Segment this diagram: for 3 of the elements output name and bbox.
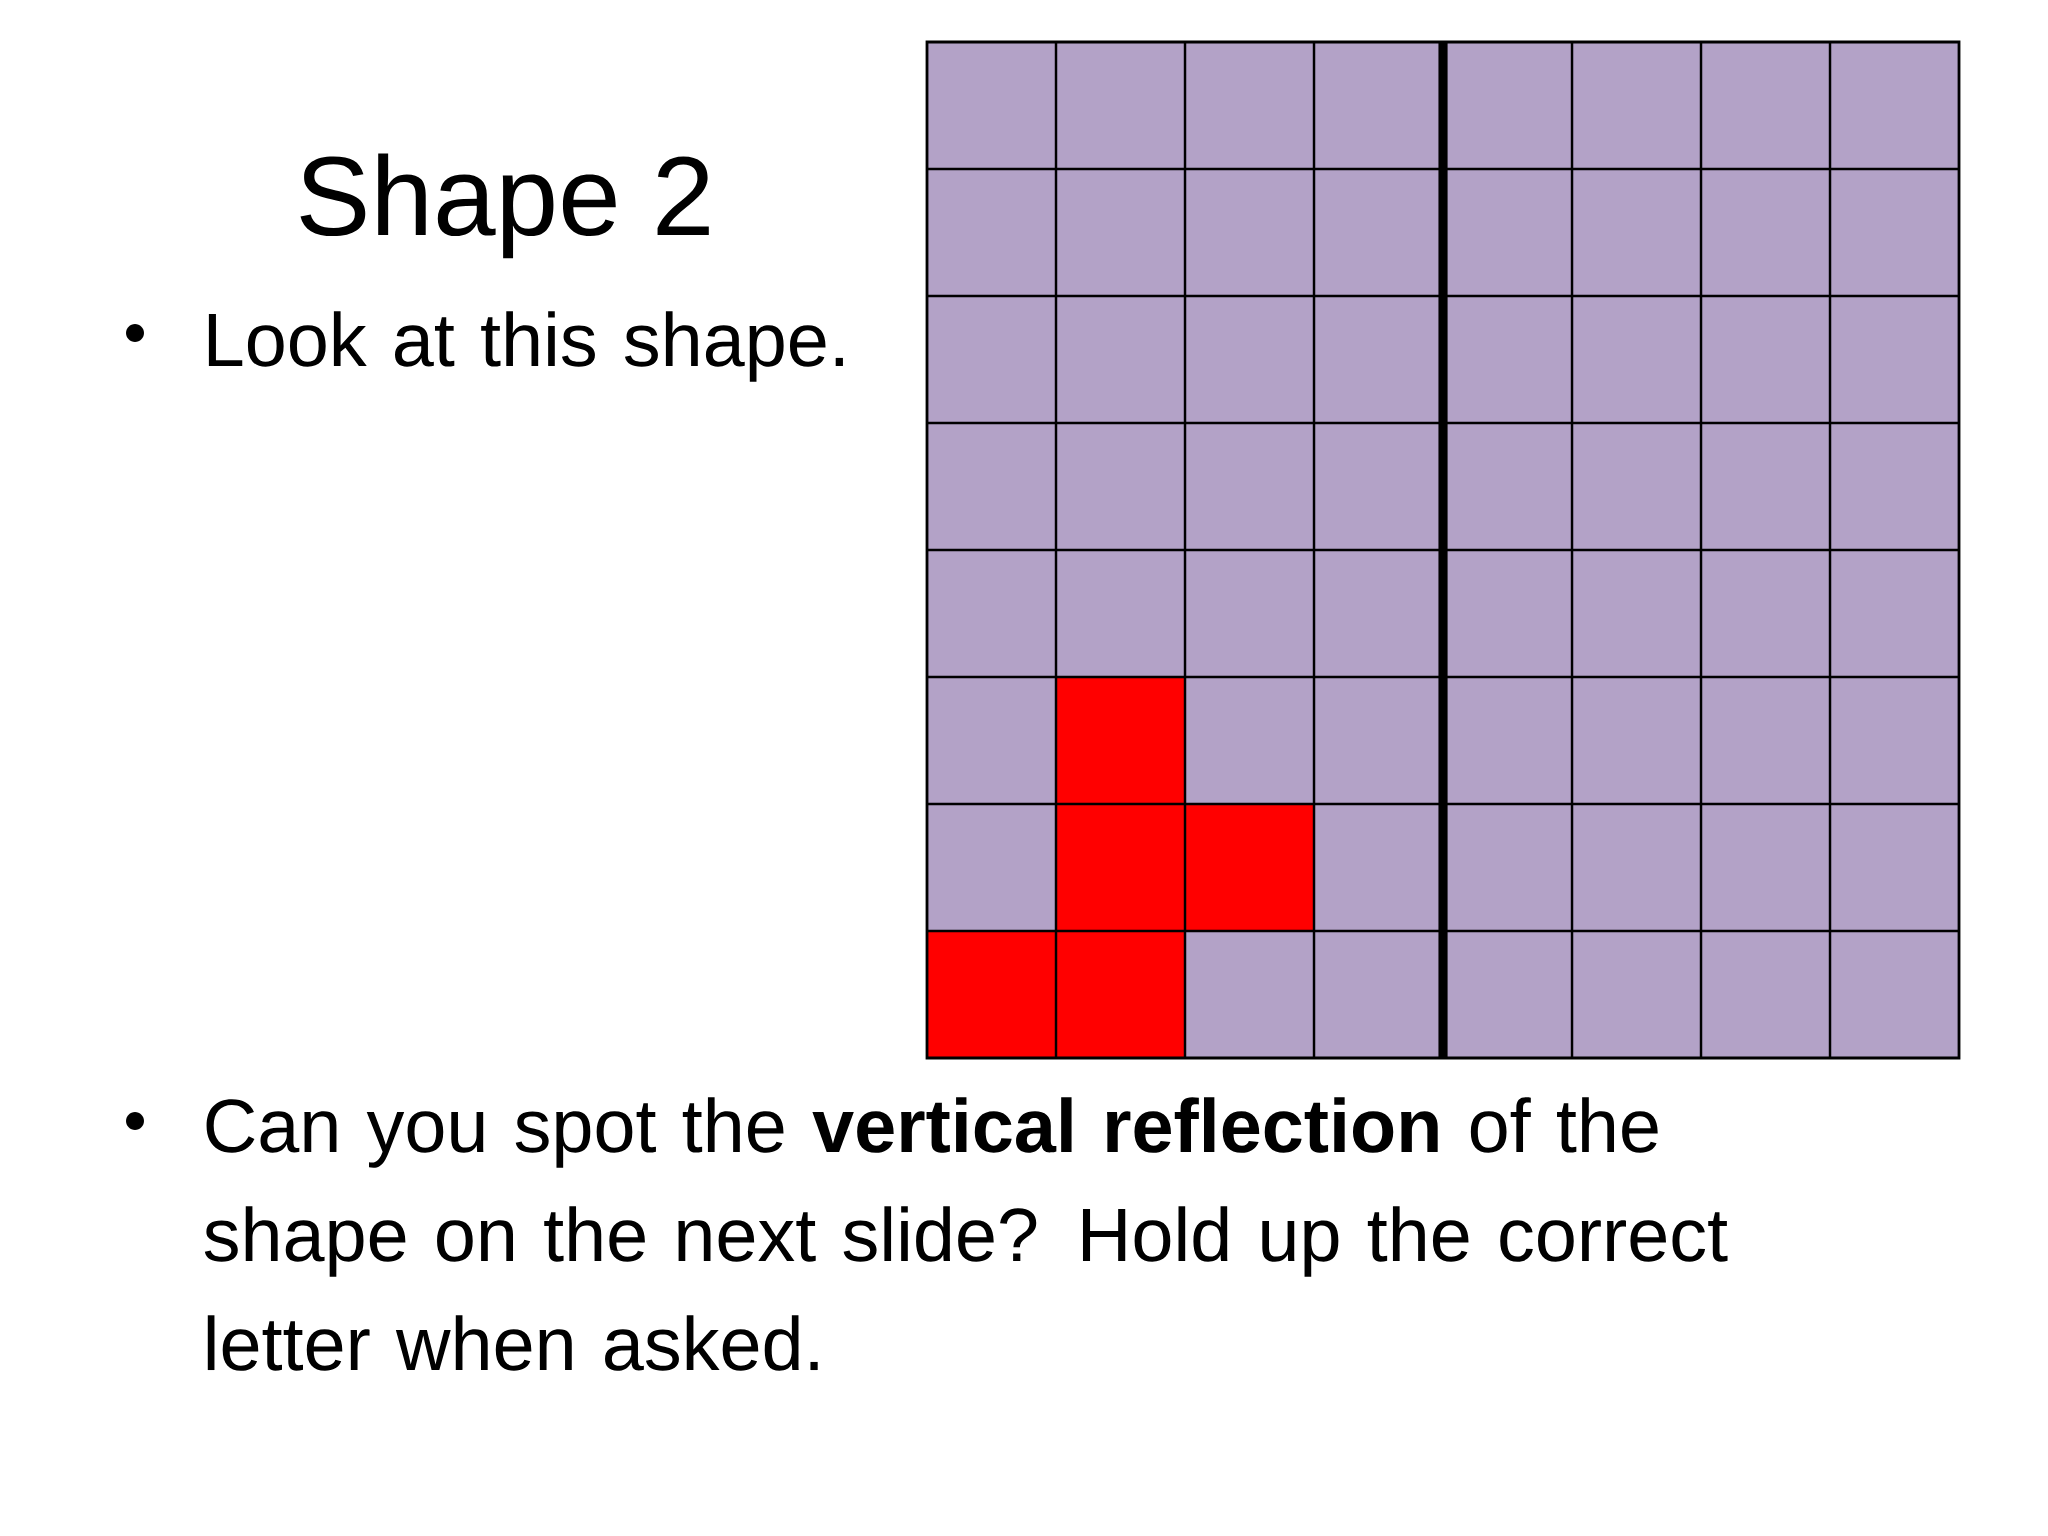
title: Shape 2 (300, 153, 709, 259)
question-text: Can you spot the vertical reflection of the shape on the next slide? Hold up the correct letter when asked. (204, 1097, 1728, 1371)
instruction-text: Look at this shape. (208, 311, 843, 382)
